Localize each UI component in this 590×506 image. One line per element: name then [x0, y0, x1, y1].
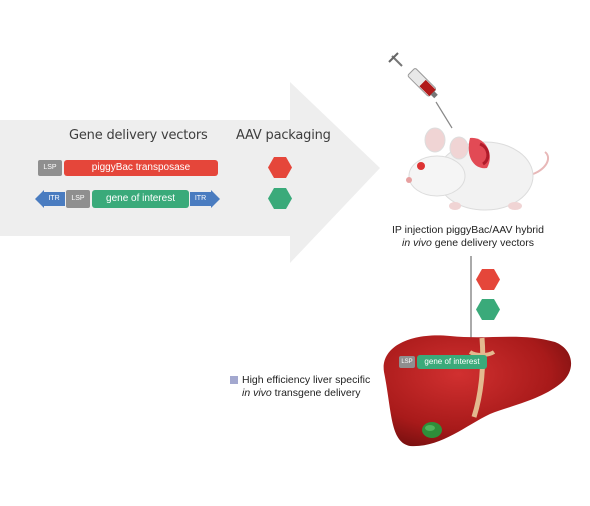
packaging-heading: AAV packaging: [236, 128, 331, 143]
mouse-icon: [406, 127, 550, 211]
lsp-tag: LSP: [66, 190, 90, 208]
bullet-icon: [230, 376, 238, 384]
vectors-heading: Gene delivery vectors: [69, 128, 208, 143]
aav-red-hexagon-icon: [268, 157, 292, 178]
transposase-pill: piggyBac transposase: [64, 160, 218, 176]
itr-right-arrow-icon: [190, 190, 220, 208]
injection-caption-rest: gene delivery vectors: [431, 237, 534, 249]
outcome-line1: High efficiency liver specific: [242, 374, 371, 386]
injection-caption-italic: in vivo: [402, 237, 432, 249]
outcome-note: High efficiency liver specific in vivo t…: [242, 374, 402, 400]
syringe-icon: [388, 52, 453, 129]
outcome-rest: transgene delivery: [271, 387, 361, 399]
outcome-italic: in vivo: [242, 387, 272, 399]
delivery-green-hexagon-icon: [476, 299, 500, 320]
itr-right-label: ITR: [194, 195, 207, 202]
gene-of-interest-pill: gene of interest: [92, 190, 189, 208]
itr-left-arrow-icon: [35, 190, 65, 208]
liver-gene-pill: gene of interest: [417, 355, 487, 369]
aav-green-hexagon-icon: [268, 188, 292, 209]
delivery-red-hexagon-icon: [476, 269, 500, 290]
injection-caption: IP injection piggyBac/AAV hybrid in vivo…: [368, 224, 568, 250]
liver-lsp-tag: LSP: [399, 356, 415, 368]
injection-caption-line1: IP injection piggyBac/AAV hybrid: [392, 224, 544, 236]
lsp-tag: LSP: [38, 160, 62, 176]
itr-left-label: ITR: [48, 195, 60, 202]
